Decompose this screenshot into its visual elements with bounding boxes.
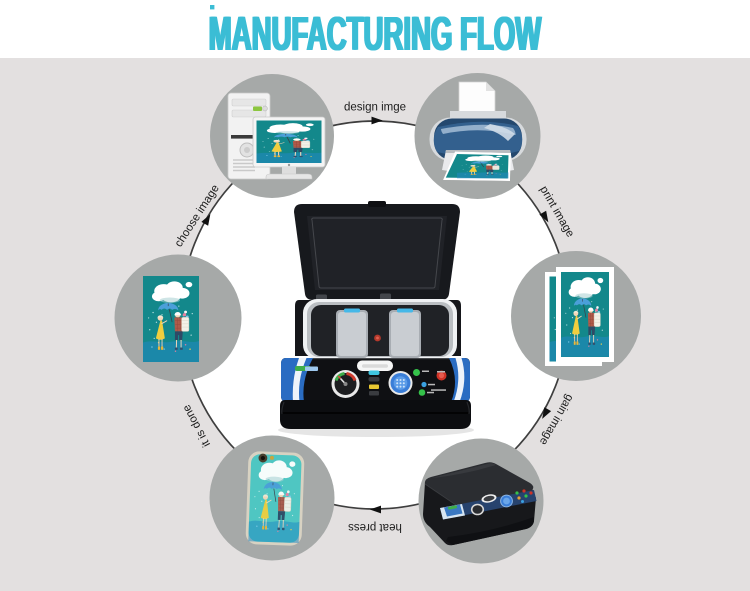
svg-text:MANUFACTURING FLOW: MANUFACTURING FLOW — [209, 8, 542, 61]
svg-text:design imge: design imge — [344, 102, 406, 114]
svg-text:MANUFACTURING FLOW: MANUFACTURING FLOW — [208, 8, 541, 61]
svg-text:MANUFACTURING FLOW: MANUFACTURING FLOW — [210, 8, 543, 61]
svg-text:heat press: heat press — [348, 521, 402, 533]
